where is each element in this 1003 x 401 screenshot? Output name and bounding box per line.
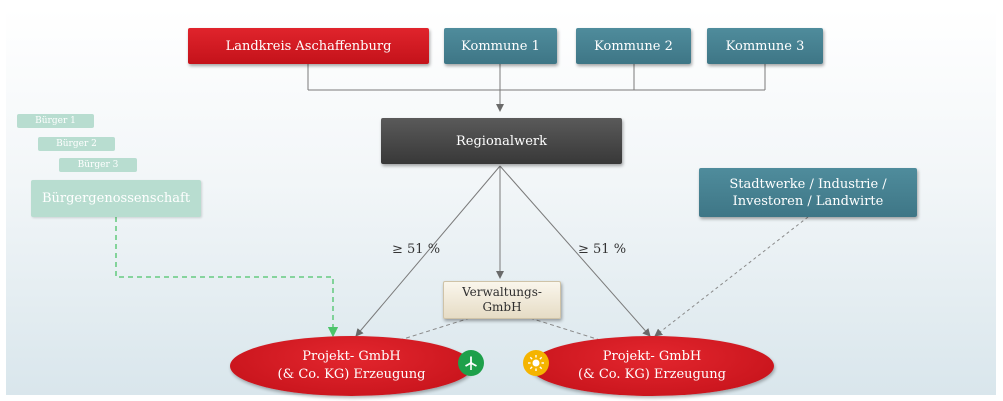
share-left-label: ≥ 51 %: [392, 242, 441, 257]
buerger-2-label: Bürger 2: [56, 138, 97, 149]
landkreis-box: Landkreis Aschaffenburg: [188, 28, 429, 64]
wind-turbine-icon: [458, 350, 484, 376]
kommune-2-label: Kommune 2: [594, 38, 673, 54]
genossenschaft-box: Bürgergenossenschaft: [31, 180, 201, 217]
investors-label-line1: Stadtwerke / Industrie /: [729, 176, 887, 192]
kommune-3-box: Kommune 3: [707, 28, 823, 64]
verwaltung-dashed: [399, 317, 601, 341]
top-connector: [307, 63, 766, 112]
projekt-left-line1: Projekt- GmbH: [302, 349, 401, 364]
buerger-3-label: Bürger 3: [77, 159, 119, 170]
projekt-left-ellipse: Projekt- GmbH (& Co. KG) Erzeugung: [230, 336, 473, 396]
buerger-1-label: Bürger 1: [35, 115, 76, 126]
sun-icon: [523, 350, 549, 376]
projekt-right-line1: Projekt- GmbH: [602, 349, 702, 364]
regionalwerk-label: Regionalwerk: [456, 133, 547, 149]
share-right-label: ≥ 51 %: [578, 242, 627, 257]
kommune-1-box: Kommune 1: [444, 28, 557, 64]
investors-label-line2: Investoren / Landwirte: [732, 193, 884, 209]
investor-dashed-line: [654, 216, 809, 337]
projekt-right-ellipse: Projekt- GmbH (& Co. KG) Erzeugung: [530, 336, 774, 396]
kommune-2-box: Kommune 2: [576, 28, 691, 64]
regionalwerk-connectors: [355, 165, 651, 337]
verwaltung-label-line2: GmbH: [482, 300, 522, 314]
genossenschaft-dashed-line: [115, 217, 339, 338]
buerger-2-box: Bürger 2: [38, 137, 115, 151]
buerger-1-box: Bürger 1: [17, 114, 94, 128]
projekt-right-line2: (& Co. KG) Erzeugung: [578, 367, 726, 382]
landkreis-label: Landkreis Aschaffenburg: [225, 38, 392, 54]
verwaltung-label-line1: Verwaltungs-: [462, 285, 542, 299]
kommune-1-label: Kommune 1: [461, 38, 540, 54]
kommune-3-label: Kommune 3: [725, 38, 805, 54]
investors-box: Stadtwerke / Industrie / Investoren / La…: [699, 168, 917, 217]
regionalwerk-box: Regionalwerk: [381, 118, 622, 164]
buerger-3-box: Bürger 3: [59, 158, 137, 172]
genossenschaft-label: Bürgergenossenschaft: [41, 191, 191, 206]
projekt-left-line2: (& Co. KG) Erzeugung: [277, 367, 426, 382]
verwaltung-box: Verwaltungs- GmbH: [443, 281, 561, 319]
